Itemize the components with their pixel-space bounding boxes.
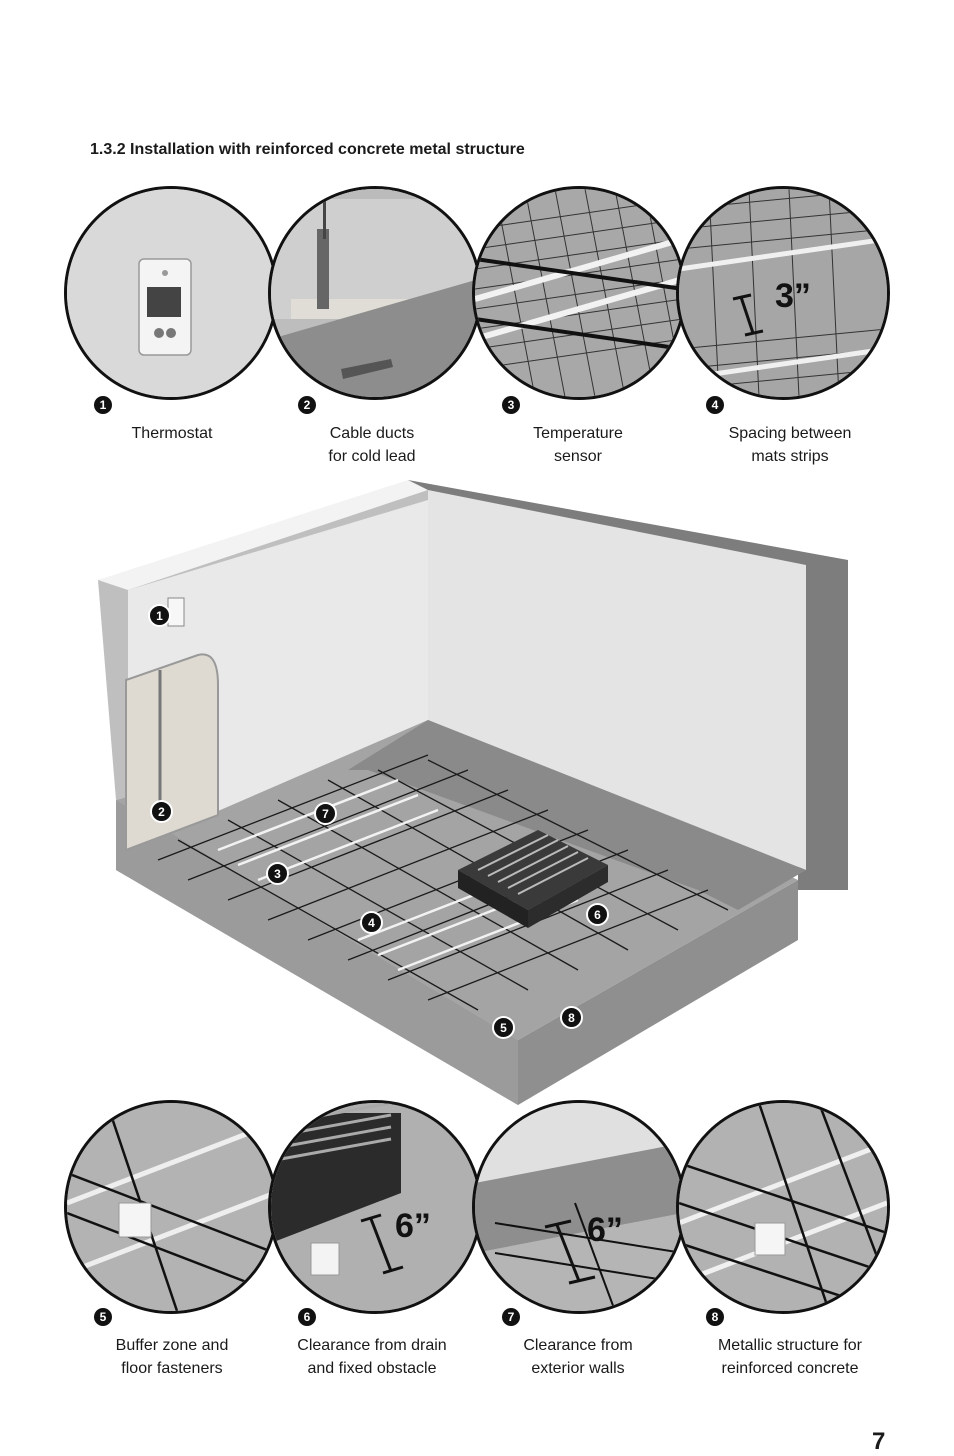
wall-clearance-icon (475, 1103, 683, 1311)
room-callout-temperature-sensor: 3 (266, 862, 289, 885)
detail-number-badge: 7 (502, 1308, 520, 1326)
room-callout-thermostat: 1 (148, 604, 171, 627)
buffer-zone-detail-image (64, 1100, 278, 1314)
detail-number-badge: 4 (706, 396, 724, 414)
caption-line: Metallic structure for (717, 1337, 863, 1354)
detail-number-badge: 3 (502, 396, 520, 414)
caption-line: Thermostat (131, 425, 213, 442)
caption-line: Spacing between (728, 425, 852, 442)
section-title: 1.3.2 Installation with reinforced concr… (90, 141, 525, 158)
room-callout-metal-structure: 8 (560, 1006, 583, 1029)
cable-duct-detail-image (268, 186, 482, 400)
cable-duct-icon (271, 189, 479, 397)
floor-fastener-icon (67, 1103, 275, 1311)
temperature-sensor-icon (475, 189, 683, 397)
metal-structure-icon (679, 1103, 887, 1311)
room-callout-cable-duct: 2 (150, 800, 173, 823)
thermostat-icon (67, 189, 275, 397)
detail-number-badge: 1 (94, 396, 112, 414)
detail-caption: Clearance from drain and fixed obstacle (272, 1334, 472, 1380)
caption-line: Clearance from drain (297, 1337, 447, 1354)
drain-clearance-icon (271, 1103, 479, 1311)
caption-line: Clearance from (523, 1337, 633, 1354)
spacing-dimension-label: 3” (775, 277, 811, 315)
page-number: 7 (872, 1428, 886, 1455)
wall-clearance-detail-image: 6” (472, 1100, 686, 1314)
detail-caption: Cable ducts for cold lead (272, 422, 472, 468)
mat-spacing-icon (679, 189, 887, 397)
temperature-sensor-detail-image (472, 186, 686, 400)
caption-line: floor fasteners (121, 1360, 223, 1377)
detail-caption: Clearance from exterior walls (478, 1334, 678, 1380)
thermostat-detail-image (64, 186, 278, 400)
caption-line: reinforced concrete (721, 1360, 859, 1377)
room-callout-mat-spacing: 4 (360, 911, 383, 934)
drain-dimension-label: 6” (395, 1207, 431, 1245)
caption-line: for cold lead (328, 448, 416, 465)
detail-caption: Thermostat (72, 422, 272, 445)
caption-line: Temperature (533, 425, 623, 442)
caption-line: exterior walls (531, 1360, 625, 1377)
caption-line: sensor (553, 448, 603, 465)
caption-line: Cable ducts (329, 425, 415, 442)
caption-line: and fixed obstacle (307, 1360, 437, 1377)
metal-structure-detail-image (676, 1100, 890, 1314)
drain-clearance-detail-image: 6” (268, 1100, 482, 1314)
detail-caption: Metallic structure for reinforced concre… (690, 1334, 890, 1380)
detail-number-badge: 5 (94, 1308, 112, 1326)
detail-caption: Buffer zone and floor fasteners (72, 1334, 272, 1380)
caption-line: Buffer zone and (115, 1337, 229, 1354)
detail-number-badge: 2 (298, 396, 316, 414)
detail-number-badge: 8 (706, 1308, 724, 1326)
detail-caption: Spacing between mats strips (690, 422, 890, 468)
wall-dimension-label: 6” (587, 1211, 623, 1249)
room-callout-wall-clearance: 7 (314, 802, 337, 825)
mat-spacing-detail-image: 3” (676, 186, 890, 400)
detail-number-badge: 6 (298, 1308, 316, 1326)
caption-line: mats strips (751, 448, 829, 465)
detail-caption: Temperature sensor (478, 422, 678, 468)
room-callout-drain-clearance: 6 (586, 903, 609, 926)
room-illustration-drawing (98, 480, 848, 1105)
room-cutaway-illustration: 1 2 7 3 4 6 5 8 (98, 470, 858, 1110)
room-callout-buffer-zone: 5 (492, 1016, 515, 1039)
